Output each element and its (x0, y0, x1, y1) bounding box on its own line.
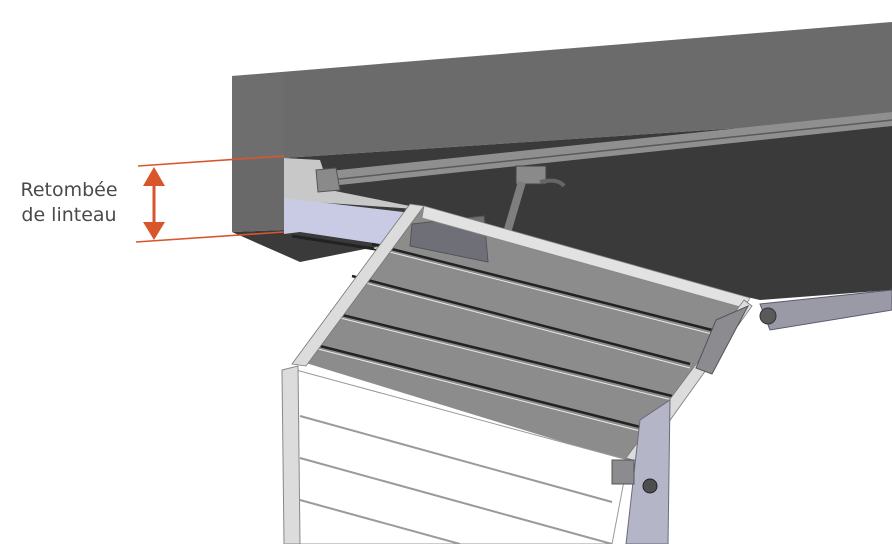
label-line-1: Retombée (20, 179, 118, 201)
label-line-2: de linteau (21, 204, 117, 226)
arrow-up-icon (143, 167, 165, 186)
lintel-front-face (232, 22, 892, 160)
roller-bottom (642, 478, 658, 494)
annotation-line-bottom (135, 231, 285, 243)
vertical-track-right (625, 399, 671, 544)
lintel-drop-label: Retombée de linteau (8, 178, 130, 228)
lintel-left-block (232, 74, 284, 160)
vertical-frame-left (281, 365, 301, 544)
door-frame-left (291, 203, 425, 367)
release-handle (539, 178, 566, 188)
roller-top (759, 307, 777, 325)
rail-bracket (315, 167, 341, 193)
annotation-line-top (137, 155, 285, 167)
closed-panel-joints (299, 415, 613, 544)
panel-joints (311, 242, 713, 432)
opener-rail (320, 112, 892, 186)
arrow-down-icon (143, 222, 165, 240)
hinge-bracket-bottom (611, 459, 635, 485)
lintel-height-annotation (135, 155, 285, 243)
lintel-left-lower (232, 158, 284, 232)
hinge-bracket-right (695, 304, 750, 375)
ceiling-underside (232, 118, 892, 300)
trolley (515, 165, 547, 185)
